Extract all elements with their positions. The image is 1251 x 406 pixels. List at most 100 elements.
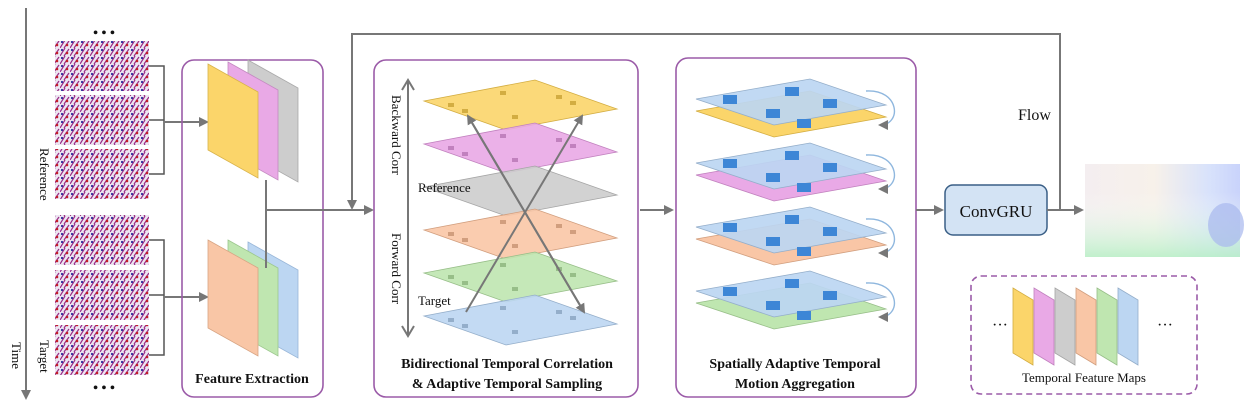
correlation-patch — [448, 275, 454, 279]
correlation-patch — [556, 138, 562, 142]
correlation-patch — [500, 134, 506, 138]
correlation-patch — [556, 310, 562, 314]
frame-thumbnail — [55, 41, 149, 91]
attention-patch — [797, 183, 811, 192]
attention-patch — [823, 163, 837, 172]
self-loop-arrow — [865, 218, 896, 258]
attention-patch — [797, 119, 811, 128]
attention-patch — [766, 173, 780, 182]
attention-patch — [785, 151, 799, 160]
correlation-title-line2: & Adaptive Temporal Sampling — [412, 377, 602, 392]
self-loop-arrow — [865, 154, 896, 194]
convgru-label: ConvGRU — [960, 202, 1033, 221]
correlation-patch — [512, 115, 518, 119]
top-dots: • • • — [93, 26, 115, 41]
legend-map-green — [1096, 287, 1118, 366]
correlation-patch — [512, 330, 518, 334]
frame-thumbnail — [55, 325, 149, 375]
time-label: Time — [9, 342, 24, 369]
correlation-layer-stack — [422, 79, 619, 346]
target-feature-maps — [207, 239, 299, 359]
legend-map-blue — [1117, 287, 1139, 366]
aggregation-layer — [695, 270, 888, 318]
self-loop-arrow — [865, 282, 896, 322]
legend-map-peach — [1075, 287, 1097, 366]
correlation-patch — [448, 146, 454, 150]
attention-patch — [797, 311, 811, 320]
aggregation-title-line2: Motion Aggregation — [735, 377, 855, 392]
legend-map-pink — [1033, 287, 1055, 366]
forward-corr-label: Forward Corr — [389, 233, 404, 305]
correlation-patch — [570, 273, 576, 277]
attention-patch — [723, 223, 737, 232]
frame-brackets — [149, 65, 165, 356]
frame-thumbnail — [55, 149, 149, 199]
correlation-patch — [462, 152, 468, 156]
self-loop-arrow — [865, 90, 896, 130]
correlation-patch — [512, 287, 518, 291]
attention-patch — [723, 287, 737, 296]
attention-patch — [766, 109, 780, 118]
correlation-layer — [422, 208, 619, 260]
frame-thumbnail — [55, 215, 149, 265]
attention-patch — [785, 279, 799, 288]
target-side-label: Target — [37, 340, 52, 373]
attention-patch — [723, 95, 737, 104]
correlation-patch — [556, 224, 562, 228]
inner-reference-label: Reference — [418, 180, 471, 195]
correlation-layer — [422, 294, 619, 346]
aggregation-layer — [695, 78, 888, 126]
frame-thumbnail — [55, 95, 149, 145]
attention-patch — [823, 99, 837, 108]
target-frames — [55, 215, 149, 375]
legend-left-ellipsis: ··· — [992, 317, 1008, 334]
correlation-patch — [462, 281, 468, 285]
correlation-patch — [448, 103, 454, 107]
attention-patch — [766, 301, 780, 310]
correlation-patch — [462, 238, 468, 242]
inner-target-label: Target — [418, 293, 451, 308]
aggregation-title-line1: Spatially Adaptive Temporal — [709, 357, 880, 372]
correlation-panel — [373, 59, 639, 398]
correlation-patch — [512, 244, 518, 248]
bottom-dots: • • • — [93, 381, 115, 396]
correlation-title-line1: Bidirectional Temporal Correlation — [401, 357, 613, 372]
correlation-patch — [500, 263, 506, 267]
attention-patch — [785, 87, 799, 96]
legend-map-yellow — [1012, 287, 1034, 366]
correlation-patch — [462, 109, 468, 113]
sampling-cross-arrows — [465, 114, 586, 314]
feature-extraction-panel — [181, 59, 324, 398]
correlation-layer — [422, 165, 619, 217]
correlation-patch — [500, 306, 506, 310]
legend-box — [970, 275, 1198, 395]
correlation-patch — [448, 318, 454, 322]
backward-corr-label: Backward Corr — [389, 95, 404, 175]
correlation-patch — [512, 158, 518, 162]
aggregation-layer — [695, 206, 888, 254]
reference-feature-maps — [207, 59, 299, 183]
correlation-patch — [570, 316, 576, 320]
attention-patch — [723, 159, 737, 168]
correlation-patch — [448, 232, 454, 236]
correlation-patch — [570, 230, 576, 234]
correlation-patch — [500, 91, 506, 95]
legend-feature-maps — [1012, 287, 1139, 366]
legend-title: Temporal Feature Maps — [1022, 370, 1146, 385]
attention-patch — [797, 247, 811, 256]
correlation-patch — [500, 220, 506, 224]
frame-thumbnail — [55, 270, 149, 320]
attention-patch — [766, 237, 780, 246]
feature-extraction-title: Feature Extraction — [195, 372, 309, 387]
reference-side-label: Reference — [37, 148, 52, 201]
flow-output-image — [1085, 164, 1244, 257]
correlation-patch — [556, 95, 562, 99]
flow-feedback-loop — [347, 33, 1061, 210]
correlation-layer — [422, 122, 619, 174]
attention-patch — [823, 291, 837, 300]
aggregation-panel — [675, 57, 917, 398]
correlation-patch — [570, 101, 576, 105]
legend-map-gray — [1054, 287, 1076, 366]
aggregation-layer-stack — [695, 78, 896, 330]
